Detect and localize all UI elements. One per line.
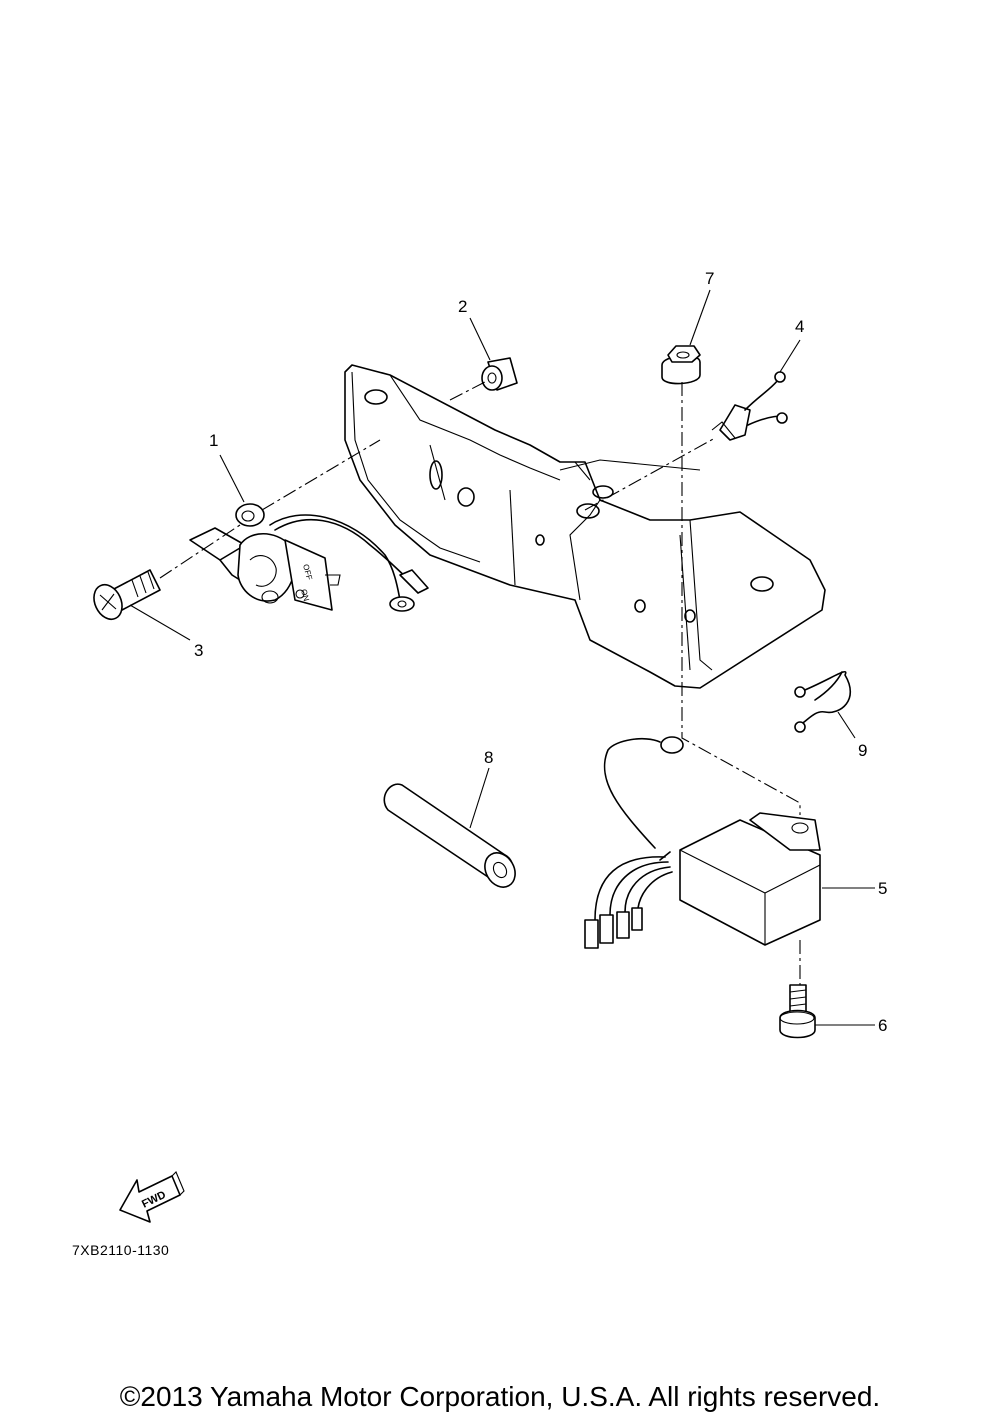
callout-8: 8 bbox=[484, 748, 493, 767]
switch-off-label: OFF bbox=[301, 563, 314, 581]
part-2-bushing bbox=[481, 357, 518, 391]
callout-numbers: 1 2 3 4 5 6 7 8 9 bbox=[194, 269, 887, 1035]
callout-3: 3 bbox=[194, 641, 203, 660]
callout-4: 4 bbox=[795, 317, 804, 336]
part-8-tube bbox=[383, 783, 516, 888]
callout-7: 7 bbox=[705, 269, 714, 288]
callout-5: 5 bbox=[878, 879, 887, 898]
callout-1: 1 bbox=[209, 431, 218, 450]
part-9-hose-clip bbox=[794, 670, 852, 733]
part-4-clip bbox=[711, 371, 788, 441]
part-6-screw bbox=[779, 984, 816, 1039]
callout-6: 6 bbox=[878, 1016, 887, 1035]
part-3-screw bbox=[93, 569, 161, 621]
bracket bbox=[344, 364, 826, 689]
fwd-arrow-icon: FWD bbox=[119, 1171, 185, 1223]
assembly-lines bbox=[159, 381, 801, 985]
switch-on-label: ON bbox=[299, 588, 311, 602]
part-7-nut bbox=[661, 345, 701, 385]
part-5-cdi-unit bbox=[584, 736, 821, 949]
copyright-notice: ©2013 Yamaha Motor Corporation, U.S.A. A… bbox=[119, 1381, 881, 1412]
part-1-switch: OFF ON bbox=[189, 503, 429, 612]
leader-lines bbox=[129, 289, 875, 1026]
diagram-code: 7XB2110-1130 bbox=[72, 1242, 170, 1258]
callout-2: 2 bbox=[458, 297, 467, 316]
callout-9: 9 bbox=[858, 741, 867, 760]
